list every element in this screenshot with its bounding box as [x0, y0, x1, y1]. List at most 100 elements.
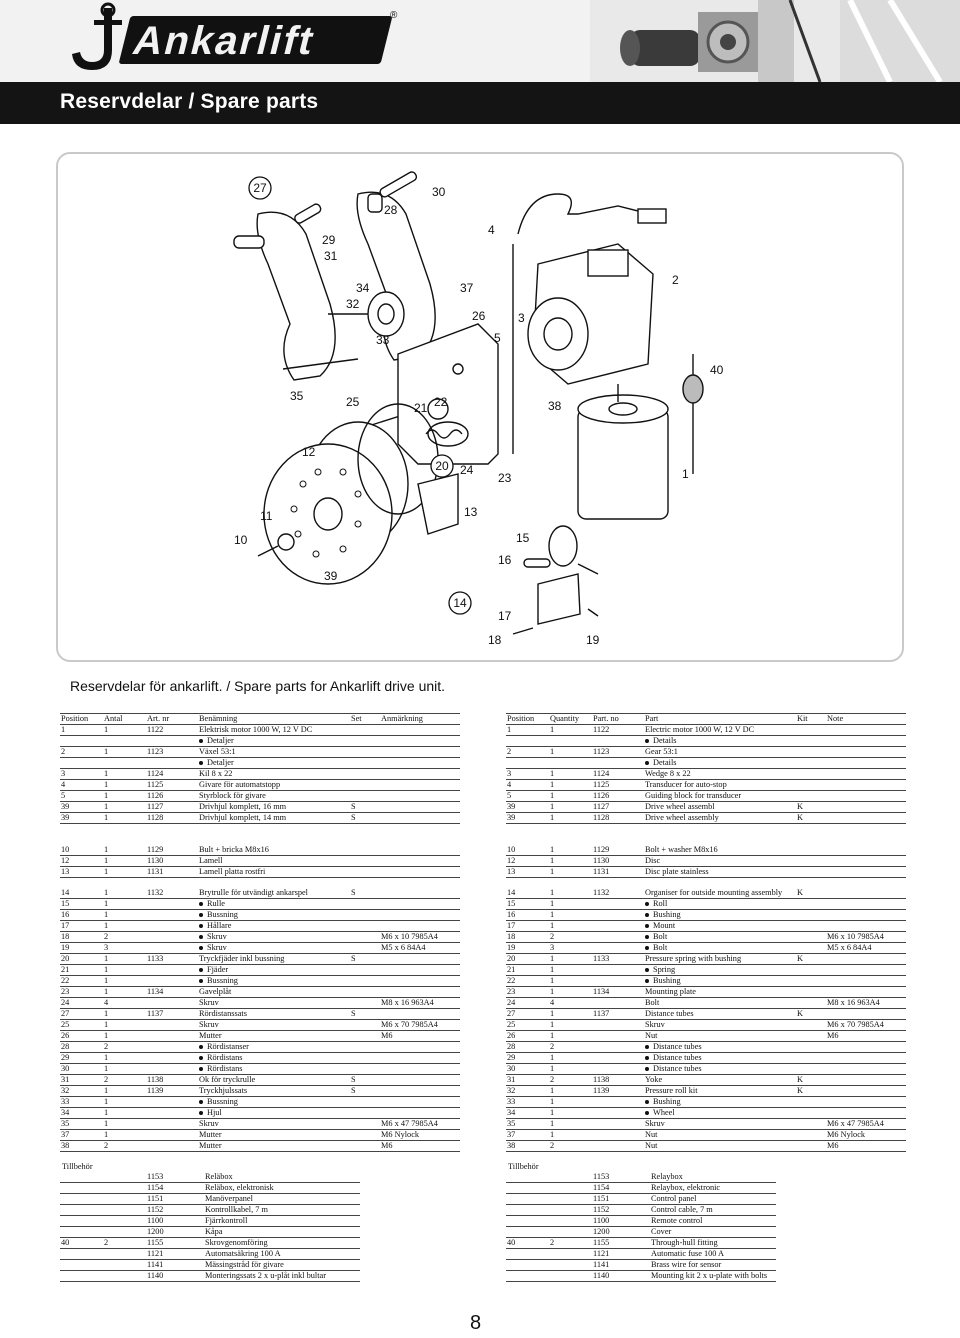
cell-note — [380, 953, 460, 966]
cell-note: M5 x 6 84A4 — [826, 942, 906, 955]
cell-part-number — [146, 1140, 198, 1153]
cell-name: Skrovgenomföring — [204, 1237, 360, 1250]
bullet-icon — [199, 760, 203, 765]
cell-name: Bolt — [644, 931, 796, 944]
table-row: Details — [506, 757, 906, 769]
cell-quantity: 1 — [549, 1030, 592, 1043]
callout-29: 29 — [322, 233, 336, 247]
cell-set — [350, 1052, 380, 1065]
cell-note — [380, 735, 460, 747]
cell-note: M8 x 16 963A4 — [826, 997, 906, 1010]
cell-quantity: 1 — [103, 1118, 146, 1131]
cell-note — [826, 801, 906, 813]
cell-name: Wheel — [644, 1107, 796, 1120]
cell-position: 24 — [506, 997, 549, 1010]
parts-table-swedish: Position Antal Art. nr Benämning Set Anm… — [60, 713, 460, 824]
col-name: Part — [644, 713, 796, 725]
cell-name: Nut — [644, 1129, 796, 1142]
header-band: Ankarlift ® — [0, 0, 960, 82]
cell-name: Yoke — [644, 1074, 796, 1087]
cell-note — [380, 801, 460, 813]
cell-note — [826, 757, 906, 769]
cell-name: Nut — [644, 1030, 796, 1043]
cell-name: Electric motor 1000 W, 12 V DC — [644, 724, 796, 736]
cell-part-number: 1128 — [592, 812, 644, 824]
cell-set — [796, 898, 826, 911]
cell-note — [380, 1107, 460, 1120]
cell-set — [350, 975, 380, 988]
cell-name-text: Rördistans — [207, 1053, 243, 1063]
cell-quantity: 1 — [103, 855, 146, 868]
cell-quantity: 2 — [549, 1237, 592, 1250]
cell-set — [350, 909, 380, 922]
cell-name: Kontrollkabel, 7 m — [204, 1204, 360, 1217]
cell-part-number: 1122 — [592, 724, 644, 736]
callout-40: 40 — [710, 363, 724, 377]
cell-name: Details — [644, 757, 796, 769]
cell-name: Mutter — [198, 1129, 350, 1142]
cell-quantity: 1 — [103, 888, 146, 900]
cell-part-number — [146, 1118, 198, 1131]
cell-part-number: 1126 — [592, 790, 644, 802]
cell-name-text: Detaljer — [207, 758, 234, 767]
table-header-row: Position Antal Art. nr Benämning Set Anm… — [60, 713, 460, 725]
cell-quantity: 1 — [103, 1063, 146, 1076]
cell-quantity — [103, 757, 146, 769]
cell-name: Organiser for outside mounting assembly — [644, 888, 796, 900]
cell-set — [350, 1096, 380, 1109]
cell-position: 35 — [506, 1118, 549, 1131]
cell-position: 3 — [60, 768, 103, 780]
cell-set — [350, 986, 380, 999]
cell-note: M5 x 6 84A4 — [380, 942, 460, 955]
bullet-icon — [199, 738, 203, 743]
cell-quantity — [549, 1215, 592, 1228]
cell-name: Monteringssats 2 x u-plåt inkl bultar — [204, 1270, 360, 1283]
cell-position: 12 — [506, 855, 549, 868]
cell-part-number — [592, 964, 644, 977]
cell-quantity — [103, 1226, 146, 1239]
cell-name-text: Bolt — [653, 943, 668, 953]
cell-set — [796, 855, 826, 868]
cell-note — [380, 757, 460, 769]
cell-set — [796, 779, 826, 791]
cell-position — [60, 1193, 103, 1206]
cell-name: Control panel — [650, 1193, 776, 1206]
cell-set — [350, 866, 380, 879]
cell-part-number — [146, 1052, 198, 1065]
callout-20: 20 — [435, 459, 449, 473]
cell-part-number: 1124 — [146, 768, 198, 780]
cell-part-number — [146, 964, 198, 977]
cell-name: Bussning — [198, 975, 350, 988]
cell-position: 19 — [60, 942, 103, 955]
cell-part-number — [592, 757, 644, 769]
callout-37: 37 — [460, 281, 474, 295]
cell-note: M8 x 16 963A4 — [380, 997, 460, 1010]
cell-quantity — [549, 1248, 592, 1261]
cell-note — [380, 790, 460, 802]
cell-part-number: 1152 — [592, 1204, 650, 1217]
cell-position: 40 — [60, 1237, 103, 1250]
cell-name: Control cable, 7 m — [650, 1204, 776, 1217]
cell-name-text: Detaljer — [207, 736, 234, 745]
cell-quantity: 1 — [549, 1052, 592, 1065]
cell-position: 40 — [506, 1237, 549, 1250]
cell-set — [350, 920, 380, 933]
cell-name: Automatic fuse 100 A — [650, 1248, 776, 1261]
cell-set — [796, 1041, 826, 1054]
cell-part-number: 1123 — [146, 746, 198, 758]
callout-19: 19 — [586, 633, 600, 647]
cell-part-number — [592, 1041, 644, 1054]
col-set: Kit — [796, 713, 826, 725]
